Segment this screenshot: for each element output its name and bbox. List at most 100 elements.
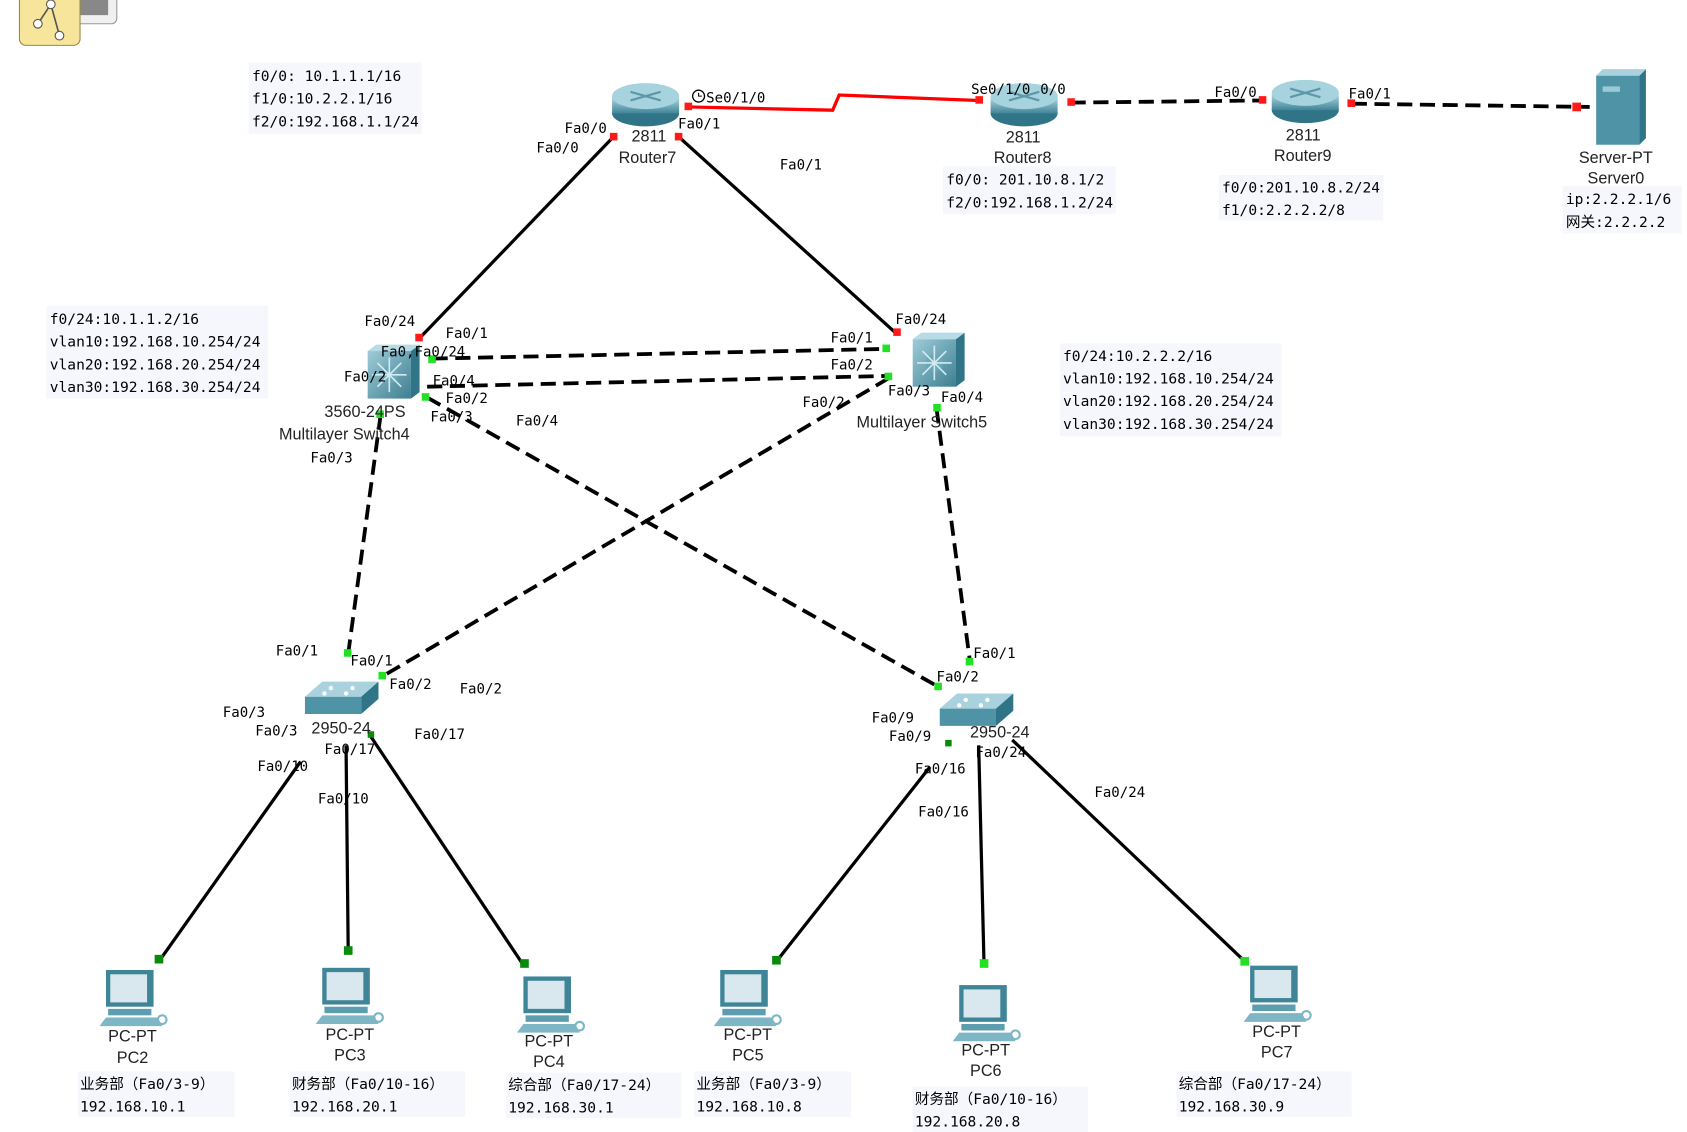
port-label: Fa0/4 — [941, 390, 983, 406]
link-router7-router8-serial[interactable] — [688, 93, 979, 112]
switch-left[interactable] — [304, 681, 379, 714]
port-label: Fa0/1 — [350, 653, 392, 669]
note-pc7: 综合部（Fa0/17-24）192.168.30.9 — [1176, 1071, 1352, 1117]
router9[interactable] — [1270, 78, 1340, 125]
note-line: vlan30:192.168.30.254/24 — [1063, 416, 1274, 433]
link-swright-pc6[interactable] — [977, 745, 986, 967]
port-label: Fa0/24 — [895, 312, 946, 328]
note-line: f0/24:10.2.2.2/16 — [1063, 348, 1212, 365]
server0[interactable] — [1596, 69, 1646, 145]
port-label: Fa0/10 — [257, 759, 308, 775]
router9-name: Router9 — [1274, 147, 1332, 165]
note-line: ip:2.2.2.1/6 — [1566, 191, 1671, 208]
link-mls4-swleft[interactable] — [346, 414, 383, 654]
server0-model: Server-PT — [1579, 149, 1653, 167]
note-pc5: 业务部（Fa0/3-9）192.168.10.8 — [694, 1071, 852, 1117]
port-label: Fa0/3 — [255, 724, 297, 740]
port-label: Fa0/1 — [973, 646, 1015, 662]
pc2-model: PC-PT — [108, 1027, 157, 1045]
pc3-ip: 192.168.20.1 — [292, 1098, 397, 1115]
pc2[interactable] — [98, 968, 168, 1028]
link-mls4-mls5-b[interactable] — [427, 374, 889, 389]
note-pc3: 财务部（Fa0/10-16）192.168.20.1 — [289, 1071, 466, 1117]
note-mls4: f0/24:10.1.1.2/16vlan10:192.168.10.254/2… — [46, 305, 269, 399]
note-line: f1/0:2.2.2.2/8 — [1222, 202, 1345, 219]
router9-model: 2811 — [1286, 126, 1321, 144]
pc5-ip: 192.168.10.8 — [696, 1098, 801, 1115]
link-router7-mls5[interactable] — [678, 135, 897, 334]
pc4[interactable] — [515, 975, 586, 1034]
link-swleft-pc2[interactable] — [157, 760, 302, 963]
pc4-ip: 192.168.30.1 — [508, 1100, 613, 1117]
note-line: vlan10:192.168.10.254/24 — [50, 334, 261, 351]
link-swleft-pc3[interactable] — [344, 745, 350, 953]
note-line: f0/0:201.10.8.2/24 — [1222, 179, 1380, 196]
port-label: Fa0/1 — [446, 326, 488, 342]
note-line: vlan30:192.168.30.254/24 — [50, 379, 261, 396]
port-label: Fa0/1 — [831, 330, 873, 346]
port-label: Fa0/2 — [460, 681, 502, 697]
note-line: f0/0: 10.1.1.1/16 — [252, 68, 401, 85]
router8-model: 2811 — [1006, 129, 1041, 147]
note-line: 网关:2.2.2.2 — [1566, 214, 1665, 231]
link-router7-mls4[interactable] — [418, 136, 615, 340]
pc3[interactable] — [314, 966, 384, 1026]
pc7[interactable] — [1242, 964, 1312, 1023]
link-mls4-mls5-a[interactable] — [432, 346, 887, 361]
note-line: f1/0:10.2.2.1/16 — [252, 91, 393, 108]
swright-model: 2950-24 — [970, 724, 1030, 742]
note-pc2: 业务部（Fa0/3-9） 192.168.10.1 — [77, 1071, 235, 1117]
note-line: f0/0: 201.10.8.1/2 — [946, 172, 1104, 189]
port-label: Fa0/2 — [389, 677, 431, 693]
mls4-model: 3560-24PS — [324, 403, 405, 421]
pc6-name: PC6 — [970, 1062, 1002, 1080]
link-router8-router9[interactable] — [1070, 98, 1264, 105]
mls5-name: Multilayer Switch5 — [856, 414, 987, 432]
link-swright-pc7[interactable] — [1011, 738, 1246, 963]
port-label: Fa0/0 — [564, 121, 606, 137]
port-label: Fa0/1 — [1349, 86, 1391, 102]
port-label: Fa0/17 — [414, 727, 465, 743]
pc2-dept: 业务部（Fa0/3-9） — [80, 1076, 214, 1093]
multilayer-switch5[interactable] — [911, 331, 966, 388]
link-mls5-swleft[interactable] — [381, 376, 890, 678]
port-label: Fa0/1 — [780, 158, 822, 174]
logical-view-icon[interactable] — [18, 0, 118, 46]
port-label: Fa0/3 — [310, 450, 352, 466]
port-label: Fa0/4 — [433, 374, 475, 390]
port-label: Fa0/9 — [889, 729, 931, 745]
port-label: Fa0/17 — [324, 742, 375, 758]
port-label: Fa0/1 — [276, 644, 318, 660]
pc4-name: PC4 — [533, 1053, 565, 1071]
pc5[interactable] — [712, 968, 782, 1028]
pc7-ip: 192.168.30.9 — [1179, 1098, 1284, 1115]
note-line: vlan10:192.168.10.254/24 — [1063, 370, 1274, 387]
port-lights — [154, 96, 1582, 968]
switch-right[interactable] — [939, 693, 1014, 726]
note-router8: f0/0: 201.10.8.1/2 f2/0:192.168.1.2/24 — [942, 166, 1117, 214]
link-router9-server0[interactable] — [1351, 101, 1590, 109]
router7[interactable] — [610, 82, 681, 128]
note-mls5: f0/24:10.2.2.2/16 vlan10:192.168.10.254/2… — [1059, 343, 1282, 437]
port-label: Fa0/16 — [918, 805, 969, 821]
link-mls4-swright[interactable] — [426, 395, 940, 689]
link-mls5-swright[interactable] — [934, 408, 972, 663]
note-line: f2/0:192.168.1.2/24 — [946, 194, 1113, 211]
link-swleft-pc4[interactable] — [369, 735, 526, 968]
server0-name: Server0 — [1588, 170, 1645, 188]
port-label: Fa0/1 — [678, 117, 720, 133]
port-label: Fa0/3 — [888, 383, 930, 399]
port-label: Fa0/3 — [430, 409, 472, 425]
pc6[interactable] — [951, 984, 1021, 1043]
port-label: Fa0/10 — [318, 792, 369, 808]
pc2-ip: 192.168.10.1 — [80, 1098, 185, 1115]
link-swright-pc5[interactable] — [775, 765, 932, 963]
port-label: Se0/1/0 — [971, 82, 1030, 98]
port-label: Fa0/3 — [223, 705, 265, 721]
swleft-model: 2950-24 — [311, 719, 371, 737]
port-label: Se0/1/0 — [706, 91, 765, 107]
pc5-name: PC5 — [732, 1047, 764, 1065]
note-line: vlan20:192.168.20.254/24 — [1063, 393, 1274, 410]
note-server0: ip:2.2.2.1/6 网关:2.2.2.2 — [1562, 185, 1682, 234]
